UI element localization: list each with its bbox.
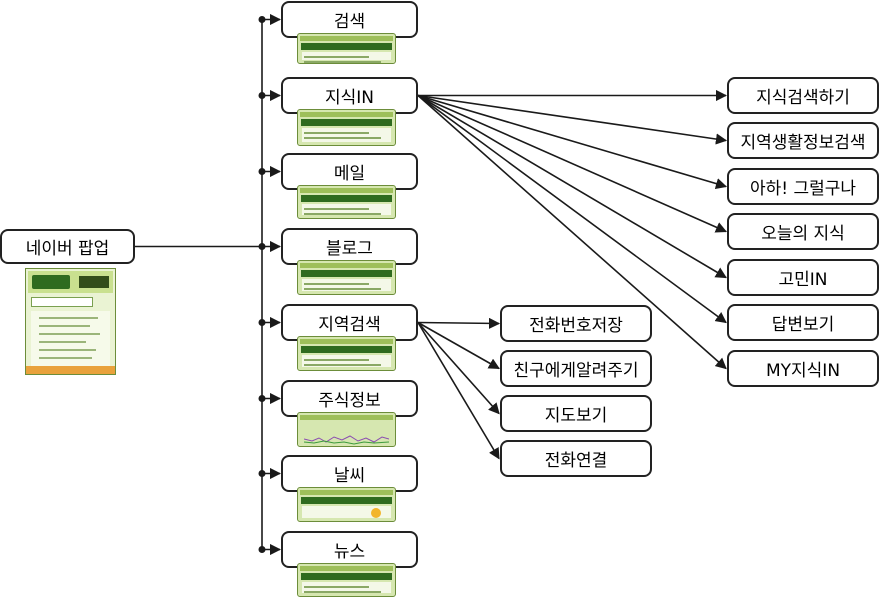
- search-field-icon: [31, 297, 93, 307]
- jisikin-screenshot: [297, 109, 396, 146]
- jisikin-node-label: 답변보기: [771, 315, 835, 335]
- mail-screenshot: [297, 185, 396, 219]
- service-node-weather[interactable]: 날씨: [281, 455, 418, 492]
- local-node-tell-friend[interactable]: 친구에게알려주기: [500, 350, 652, 387]
- jisikin-node-label: MY지식IN: [765, 361, 841, 381]
- service-node-label: 주식정보: [318, 391, 381, 411]
- service-node-label: 지역검색: [318, 315, 381, 335]
- clock-icon: [79, 276, 109, 288]
- jisikin-node-aha[interactable]: 아하! 그럴구나: [727, 168, 879, 205]
- local-search-screenshot: [297, 336, 396, 371]
- jisikin-node-label: 지식검색하기: [756, 88, 850, 108]
- service-node-news[interactable]: 뉴스: [281, 531, 418, 568]
- local-node-label: 지도보기: [544, 406, 608, 426]
- service-node-label: 메일: [333, 164, 366, 184]
- search-screenshot: [297, 33, 396, 64]
- news-screenshot: [297, 563, 396, 597]
- stock-chart-icon: [304, 435, 389, 445]
- service-node-search[interactable]: 검색: [281, 1, 418, 38]
- weather-screenshot: [297, 487, 396, 522]
- service-node-jisikin[interactable]: 지식IN: [281, 77, 418, 114]
- local-node-call[interactable]: 전화연결: [500, 440, 652, 477]
- jisikin-node-label: 아하! 그럴구나: [749, 179, 857, 199]
- jisikin-node-my[interactable]: MY지식IN: [727, 350, 879, 387]
- naver-popup-screenshot: [25, 268, 116, 375]
- jisikin-node-label: 오늘의 지식: [761, 224, 845, 244]
- sun-icon: [371, 508, 381, 518]
- jisikin-node-search[interactable]: 지식검색하기: [727, 77, 879, 114]
- blog-screenshot: [297, 260, 396, 295]
- jisikin-node-label: 지역생활정보검색: [740, 133, 866, 153]
- service-node-local-search[interactable]: 지역검색: [281, 304, 418, 341]
- local-node-save-number[interactable]: 전화번호저장: [500, 305, 652, 342]
- naver-logo-icon: [32, 275, 70, 289]
- jisikin-node-label: 고민IN: [778, 270, 828, 290]
- service-node-label: 블로그: [326, 239, 373, 259]
- jisikin-node-local-info[interactable]: 지역생활정보검색: [727, 122, 879, 159]
- jisikin-node-today[interactable]: 오늘의 지식: [727, 213, 879, 250]
- root-node-label: 네이버 팝업: [25, 239, 110, 259]
- service-node-label: 검색: [333, 12, 366, 32]
- service-node-label: 뉴스: [333, 542, 366, 562]
- local-node-map[interactable]: 지도보기: [500, 395, 652, 432]
- stock-screenshot: [297, 412, 396, 447]
- jisikin-node-answers[interactable]: 답변보기: [727, 304, 879, 341]
- service-node-mail[interactable]: 메일: [281, 153, 418, 190]
- root-node-naver-popup[interactable]: 네이버 팝업: [0, 229, 135, 264]
- local-node-label: 전화번호저장: [529, 316, 623, 336]
- local-node-label: 친구에게알려주기: [513, 361, 639, 381]
- local-node-label: 전화연결: [544, 451, 608, 471]
- service-node-label: 날씨: [333, 466, 366, 486]
- jisikin-node-gomin[interactable]: 고민IN: [727, 259, 879, 296]
- service-node-label: 지식IN: [324, 88, 374, 108]
